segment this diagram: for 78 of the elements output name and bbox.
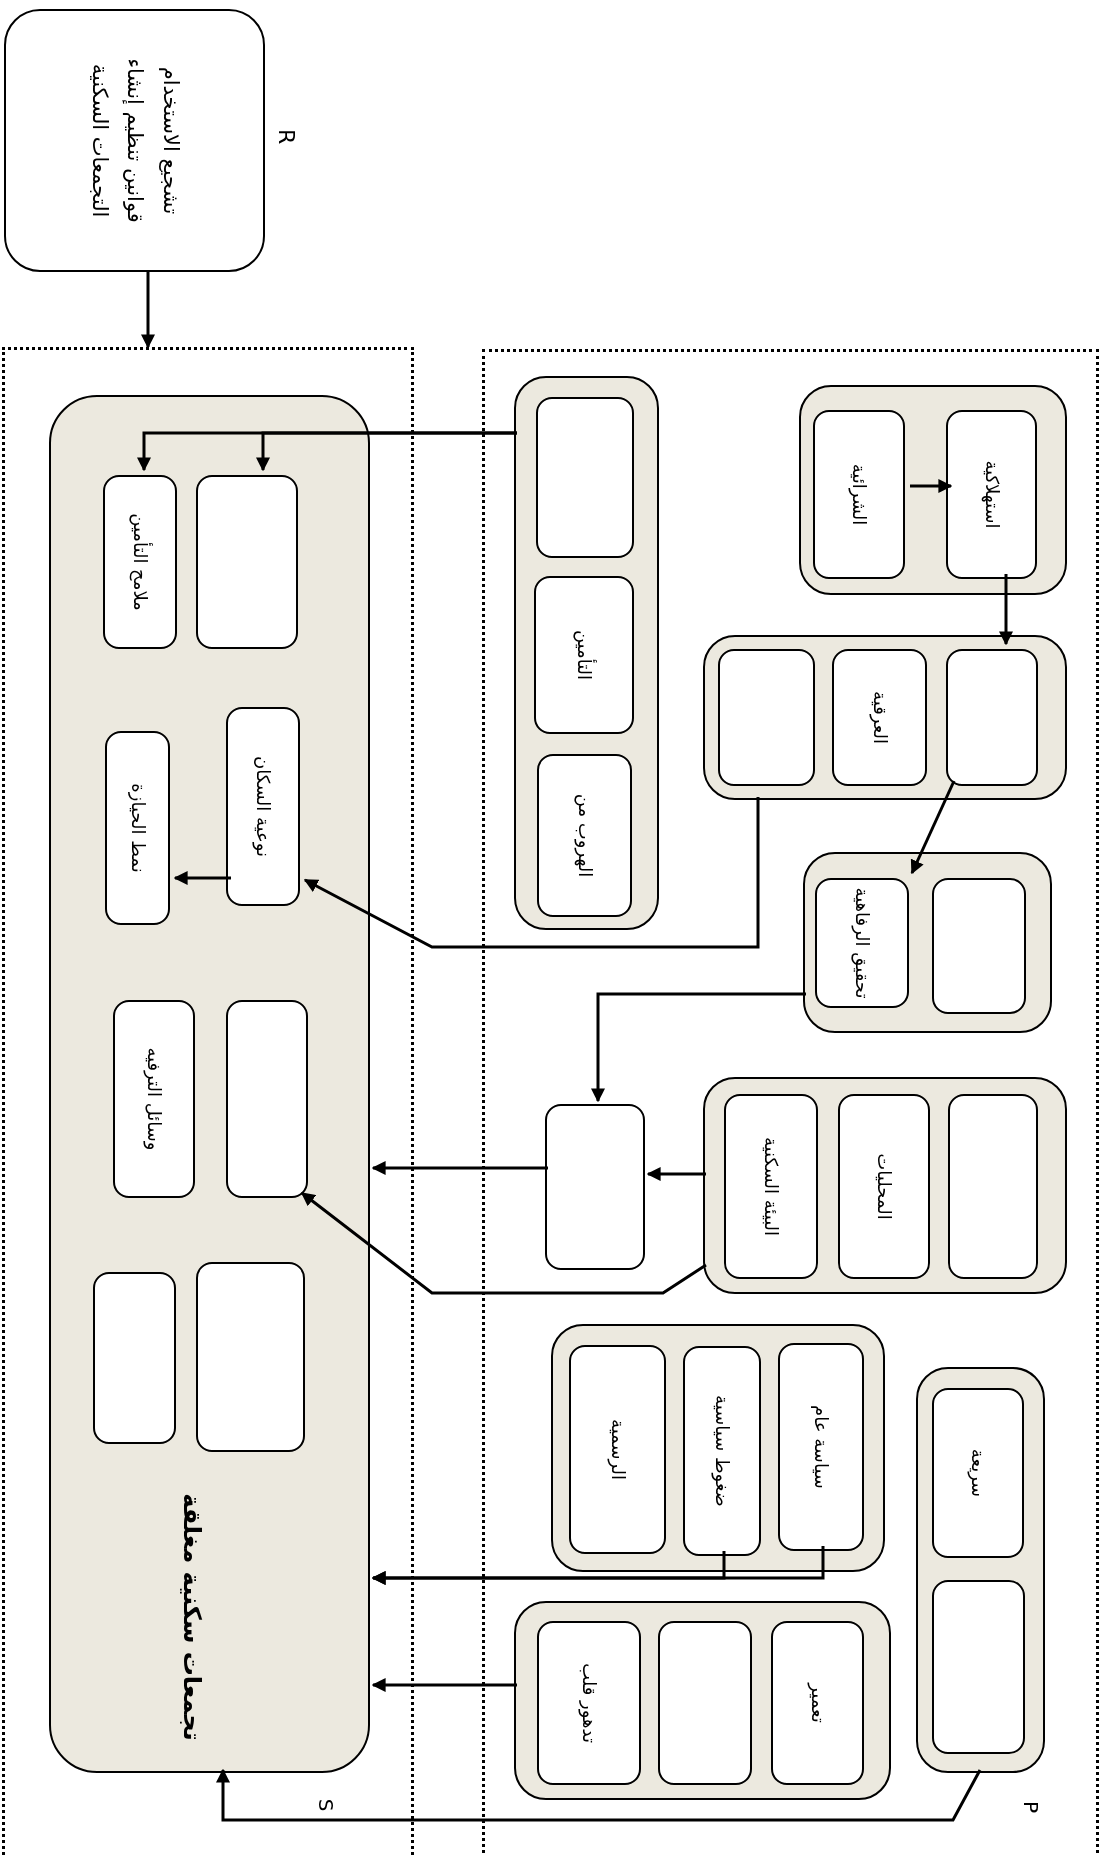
- rounded-panel: [49, 395, 370, 1773]
- rounded-box: [569, 1345, 666, 1554]
- box-label: تعمير: [806, 1681, 830, 1725]
- rounded-box: [537, 754, 632, 917]
- arrow: [371, 1161, 548, 1175]
- arrow: [910, 479, 953, 493]
- rounded-box: [4, 9, 265, 272]
- rounded-box: [105, 731, 170, 925]
- rounded-box: [537, 1621, 641, 1785]
- box-label: تدهور قلب: [577, 1662, 602, 1745]
- rounded-box: [932, 878, 1026, 1014]
- box-label: وسائل الترفيه: [142, 1046, 167, 1153]
- rounded-box: [946, 649, 1038, 786]
- rounded-box: [932, 1580, 1025, 1754]
- rounded-box: [534, 576, 634, 734]
- arrow: [371, 1546, 825, 1585]
- arrow: [910, 780, 956, 875]
- box-label: الرسمية: [606, 1418, 630, 1482]
- rounded-box: [536, 397, 634, 558]
- rounded-box: [683, 1346, 761, 1556]
- group-box: [551, 1324, 885, 1572]
- box-label: تحقيق الرفاهية: [850, 886, 875, 1001]
- box-label: ملامح التأمين: [128, 512, 153, 613]
- box-label: ضغوط سياسية: [710, 1394, 735, 1509]
- group-box: [916, 1367, 1045, 1773]
- side-label: R: [273, 129, 300, 145]
- rounded-box: [815, 878, 909, 1008]
- box-label: التأمين: [572, 628, 597, 683]
- region-label: S: [313, 1797, 339, 1814]
- group-box: [803, 852, 1052, 1033]
- rounded-box: [946, 410, 1037, 579]
- rounded-box: [724, 1094, 818, 1279]
- arrow: [216, 1768, 982, 1822]
- arrow: [300, 1191, 707, 1295]
- box-label: سريعة: [966, 1447, 991, 1500]
- rounded-box: [196, 475, 298, 649]
- box-label: العرقية: [868, 690, 892, 746]
- rounded-box: [813, 410, 905, 579]
- box-label: المحليات: [873, 1152, 897, 1222]
- rounded-box: [113, 1000, 195, 1198]
- box-label: استهلاكية: [980, 459, 1004, 531]
- rounded-box: [948, 1094, 1038, 1279]
- rounded-box: [103, 475, 177, 649]
- rounded-box: [226, 707, 300, 906]
- arrow: [371, 1678, 517, 1692]
- rounded-box: [196, 1262, 305, 1452]
- box-label: الهروب من: [573, 792, 597, 880]
- arrow: [646, 1167, 706, 1181]
- region-label: P: [1018, 1799, 1044, 1816]
- box-label: تشجيع الاستخدام قوانين تنظيم إنشاء التجمعات السكنية: [86, 57, 185, 225]
- rounded-box: [832, 649, 927, 786]
- box-label: الشرائية: [847, 462, 872, 528]
- rounded-box: [778, 1343, 864, 1551]
- rounded-box: [226, 1000, 308, 1198]
- group-box: [799, 385, 1067, 595]
- rounded-box: [545, 1104, 645, 1270]
- rounded-box: [932, 1388, 1024, 1558]
- box-label: نوعية السكان: [251, 754, 276, 859]
- rounded-box: [838, 1094, 930, 1279]
- dashed-region: [2, 347, 414, 1857]
- arrow: [256, 431, 517, 472]
- rounded-box: [93, 1272, 176, 1444]
- arrow: [591, 992, 806, 1103]
- group-box: [703, 635, 1067, 800]
- arrow: [141, 272, 155, 349]
- group-box: [514, 1601, 891, 1800]
- rounded-box: [658, 1621, 752, 1785]
- box-label: نمط الحيازة: [126, 782, 150, 875]
- panel-title: تجمعات سكنية مغلقة: [177, 1492, 207, 1743]
- arrow: [303, 797, 760, 949]
- box-label: البيئة السكنية: [760, 1135, 784, 1239]
- arrow: [999, 574, 1013, 646]
- group-box: [703, 1077, 1067, 1294]
- group-box: [514, 376, 659, 930]
- rounded-box: [718, 649, 815, 786]
- rounded-box: [771, 1621, 864, 1785]
- box-label: سياسة عام: [810, 1404, 834, 1491]
- arrow: [173, 871, 231, 885]
